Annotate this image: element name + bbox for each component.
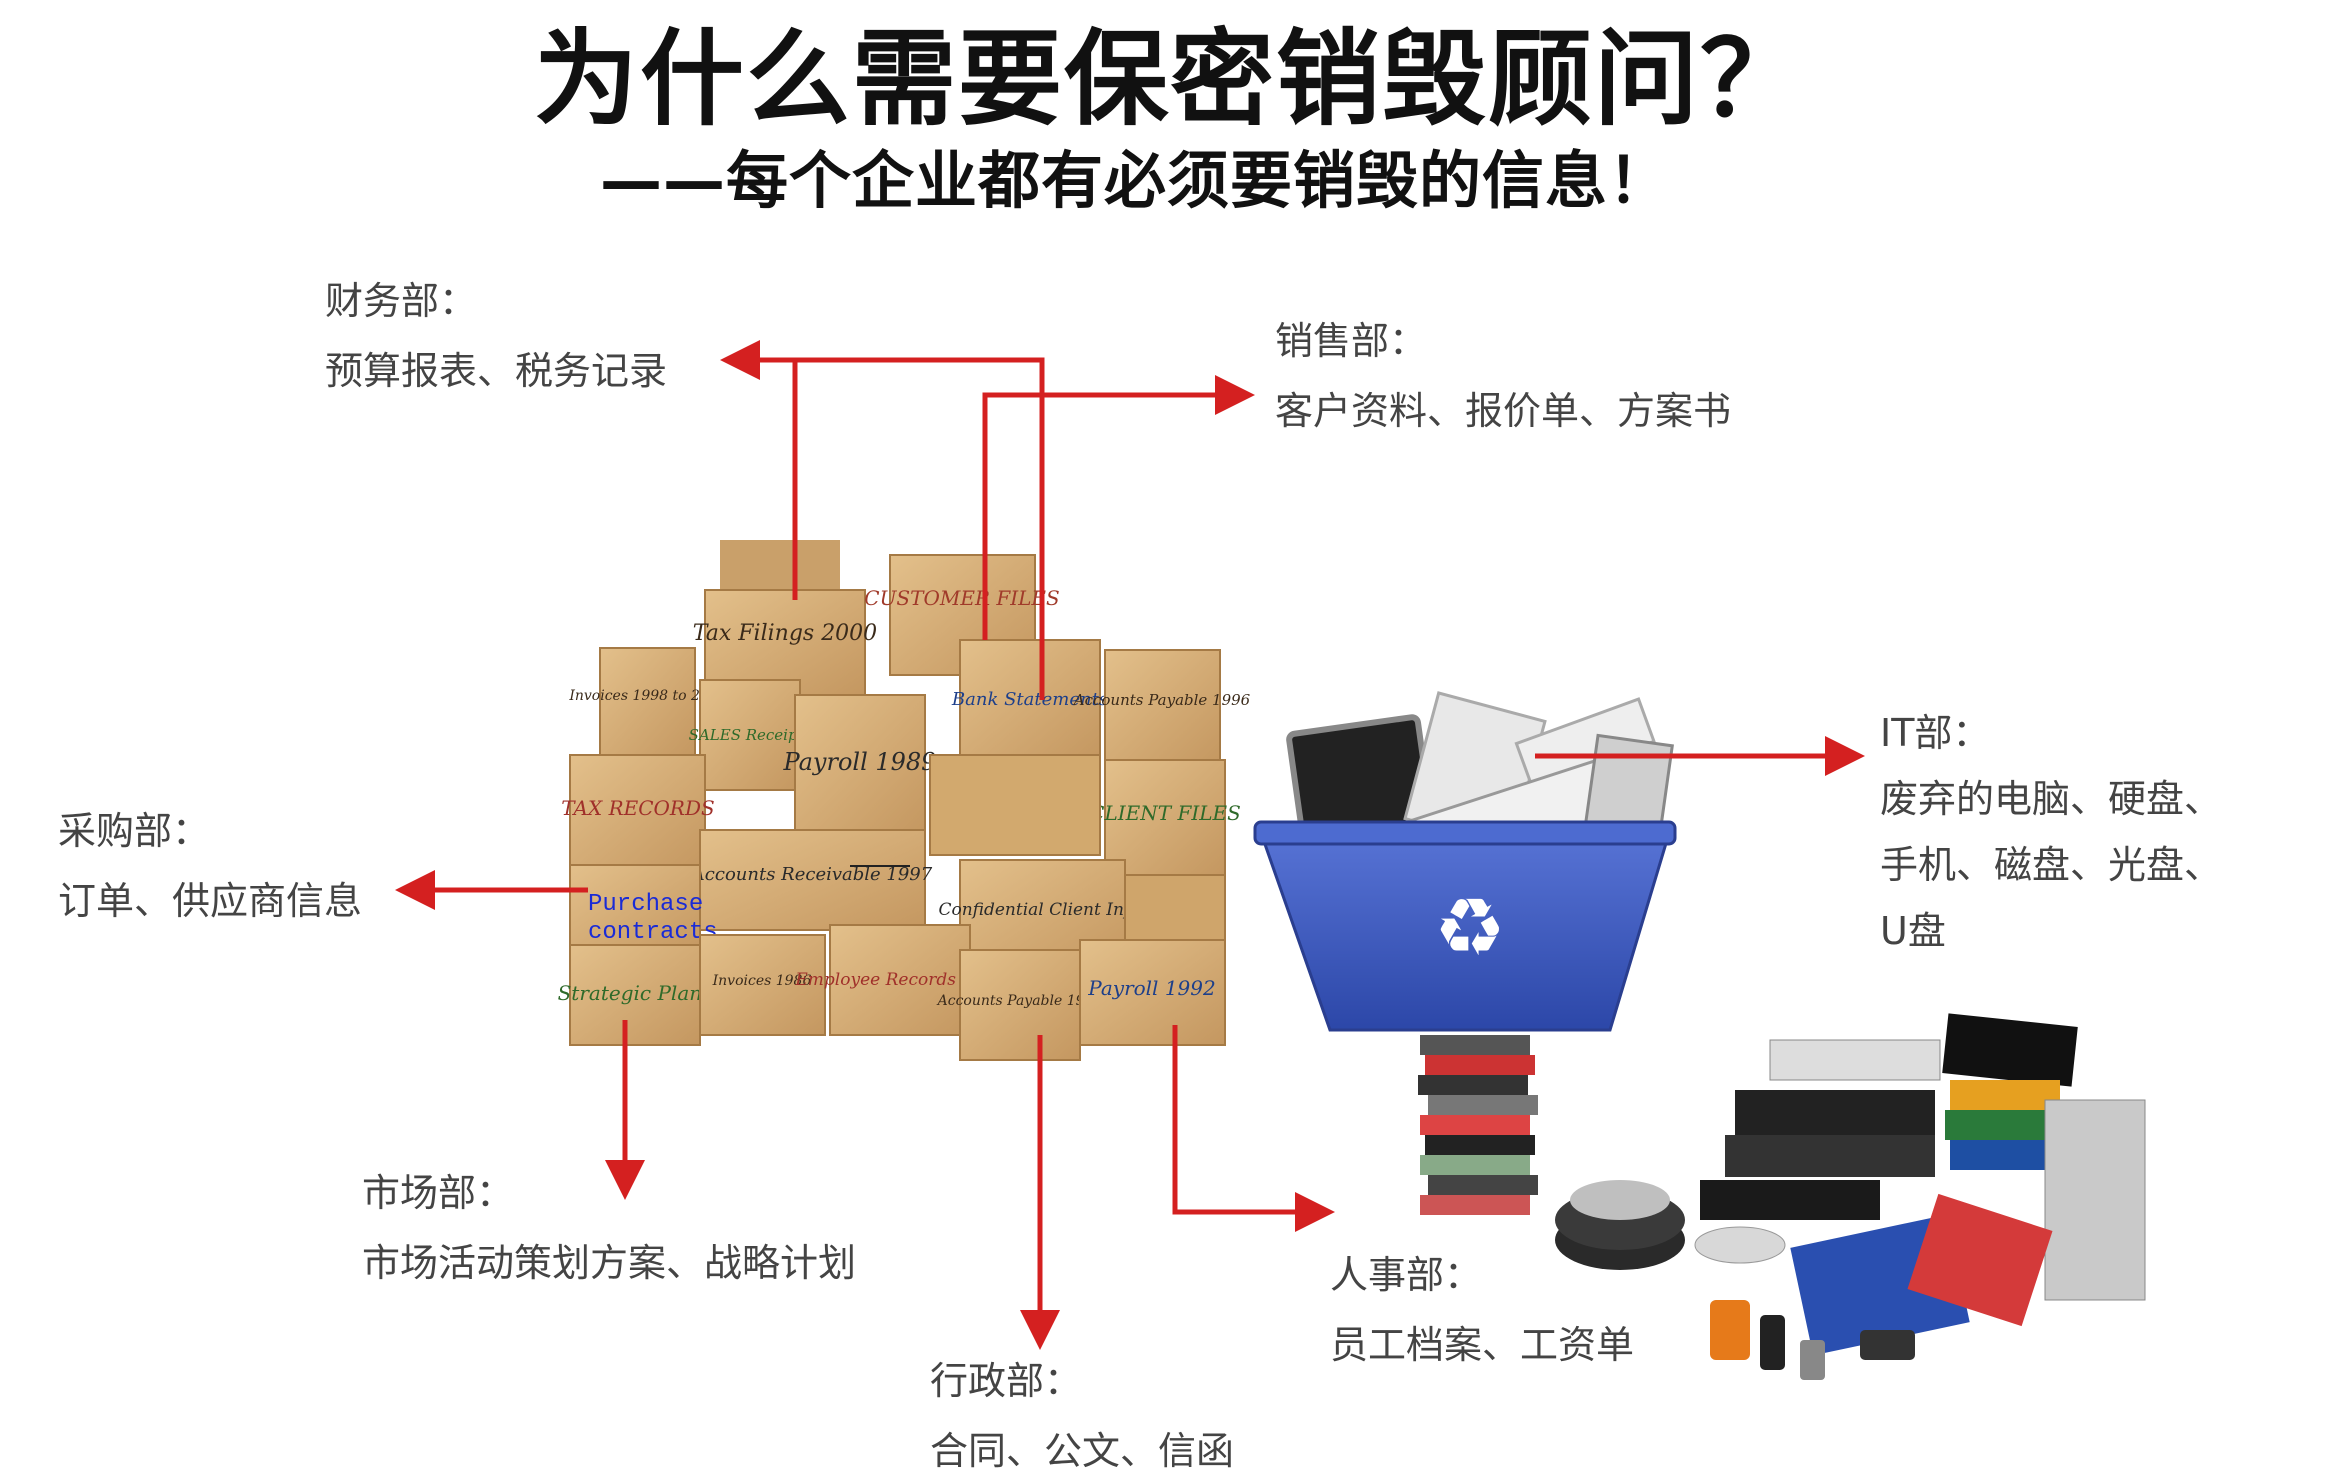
arrow-sales bbox=[982, 375, 1255, 640]
purchasing-dept-name: 采购部： bbox=[58, 809, 211, 853]
box-purchase-contracts: Purchase contracts bbox=[569, 864, 718, 956]
page-subtitle: ——每个企业都有必须要销毁的信息！ bbox=[600, 144, 1672, 217]
box-tax-filings: Tax Filings 2000 bbox=[693, 540, 877, 696]
recycle-bin-image: ♻ bbox=[1253, 691, 1677, 1032]
box-label-confidential: Confidential Client Info. bbox=[938, 900, 1145, 920]
connector-arrows bbox=[395, 340, 1865, 1350]
hr-dept-name: 人事部： bbox=[1330, 1253, 1483, 1297]
box-tax-records: TAX RECORDS bbox=[561, 754, 715, 871]
box-label-accounts-receivable: Accounts Receivable 1997 bbox=[690, 864, 933, 885]
recycle-icon: ♻ bbox=[1434, 881, 1506, 974]
label-admin: 行政部： 合同、公文、信函 bbox=[930, 1358, 1234, 1475]
media-pile-image bbox=[1418, 1013, 2146, 1380]
sales-dept-items: 客户资料、报价单、方案书 bbox=[1275, 388, 1732, 433]
usb-drives bbox=[1710, 1300, 1915, 1380]
label-purchasing: 采购部： 订单、供应商信息 bbox=[58, 808, 362, 925]
manual-booklets bbox=[1790, 1193, 2053, 1356]
box-accounts-payable-1999: Accounts Payable 1999 bbox=[936, 949, 1103, 1061]
box-label-invoices-1998: Invoices 1998 to 2000 bbox=[568, 688, 726, 704]
label-sales: 销售部： 客户资料、报价单、方案书 bbox=[1275, 318, 1731, 435]
box-payroll-1992: Payroll 1992 bbox=[1079, 939, 1226, 1046]
label-finance: 财务部： 预算报表、税务记录 bbox=[325, 278, 667, 395]
box-label-contracts-line: contracts bbox=[588, 919, 718, 946]
it-dept-items-line2: 手机、磁盘、光盘、 bbox=[1880, 843, 2223, 887]
box-employee-records: Employee Records 1998 bbox=[794, 924, 1005, 1036]
box-invoices-1998: Invoices 1998 to 2000 bbox=[568, 647, 727, 759]
marketing-dept-items: 市场活动策划方案、战略计划 bbox=[362, 1240, 857, 1285]
box-label-sales-receipts: SALES Receipts bbox=[689, 726, 812, 744]
it-dept-items-line3: U盘 bbox=[1880, 909, 1946, 953]
box-label-employee-records: Employee Records 1998 bbox=[794, 970, 1004, 990]
box-accounts-receivable: Accounts Receivable 1997 bbox=[690, 829, 933, 931]
floppy-stack bbox=[1418, 1035, 1538, 1215]
marketing-dept-name: 市场部： bbox=[362, 1171, 515, 1215]
finance-dept-name: 财务部： bbox=[325, 279, 478, 323]
box-label-customer-files: CUSTOMER FILES bbox=[864, 586, 1059, 610]
box-label-purchase-line: Purchase bbox=[588, 891, 703, 918]
box-label-payroll-1992: Payroll 1992 bbox=[1087, 976, 1215, 1000]
finance-dept-items: 预算报表、税务记录 bbox=[325, 348, 668, 393]
box-sales-receipts: SALES Receipts bbox=[689, 679, 812, 791]
tape-stack bbox=[1700, 1013, 2146, 1301]
box-middle-filler bbox=[929, 754, 1101, 856]
box-label-tax-records: TAX RECORDS bbox=[561, 796, 714, 820]
admin-dept-items: 合同、公文、信函 bbox=[930, 1428, 1235, 1473]
box-label-invoices-1986: Invoices 1986 bbox=[712, 973, 812, 989]
cd-spindle bbox=[1555, 1180, 1786, 1270]
label-it: IT部： 废弃的电脑、硬盘、 手机、磁盘、光盘、 U盘 bbox=[1880, 714, 2222, 950]
box-label-accounts-payable-1999: Accounts Payable 1999 bbox=[936, 993, 1103, 1009]
it-dept-items-line1: 废弃的电脑、硬盘、 bbox=[1880, 777, 2223, 821]
box-label-tax-filings: Tax Filings 2000 bbox=[693, 621, 877, 646]
box-strategic-plans: Strategic Plans bbox=[558, 944, 713, 1046]
box-label-client-files: CLIENT FILES bbox=[1089, 801, 1241, 825]
box-client-files: CLIENT FILES bbox=[1089, 759, 1241, 876]
box-label-accounts-payable-1996: Accounts Payable 1996 bbox=[1072, 691, 1251, 709]
box-invoices-1986: Invoices 1986 bbox=[699, 934, 826, 1036]
it-dept-name: IT部： bbox=[1880, 711, 1991, 755]
arrow-hr bbox=[1172, 1025, 1335, 1232]
box-accounts-payable-1996: Accounts Payable 1996 bbox=[1072, 649, 1251, 766]
box-payroll-1989: Payroll 1989 bbox=[783, 694, 937, 836]
box-label-strategic-plans: Strategic Plans bbox=[558, 981, 713, 1005]
label-marketing: 市场部： 市场活动策划方案、战略计划 bbox=[362, 1170, 856, 1287]
arrow-finance-2 bbox=[795, 357, 1045, 700]
hr-dept-items: 员工档案、工资单 bbox=[1330, 1322, 1635, 1367]
sales-dept-name: 销售部： bbox=[1275, 319, 1428, 363]
box-bank-statements: Bank Statements bbox=[951, 639, 1108, 761]
label-hr: 人事部： 员工档案、工资单 bbox=[1330, 1252, 1634, 1369]
box-label-bank-statements: Bank Statements bbox=[951, 689, 1108, 710]
admin-dept-name: 行政部： bbox=[930, 1359, 1083, 1403]
box-pile-image: Tax Filings 2000 CUSTOMER FILES Invoices… bbox=[558, 540, 1251, 1061]
box-label-payroll-1989: Payroll 1989 bbox=[783, 748, 937, 776]
page-title: 为什么需要保密销毁顾问？ bbox=[533, 18, 1806, 140]
purchasing-dept-items: 订单、供应商信息 bbox=[58, 878, 363, 923]
